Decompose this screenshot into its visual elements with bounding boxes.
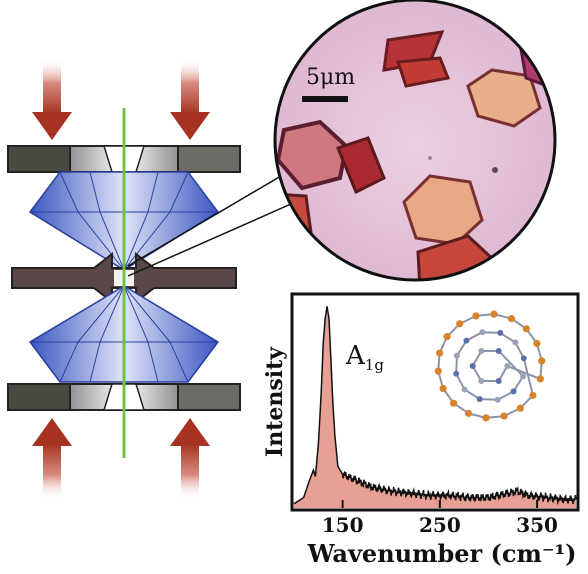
molecule-atom bbox=[538, 357, 546, 365]
y-axis-label: Intensity bbox=[262, 346, 288, 457]
molecule-bond bbox=[497, 350, 524, 377]
molecule-atom bbox=[478, 347, 485, 354]
x-axis-ticks: 150 250 350 bbox=[322, 500, 558, 537]
zoom-line-lower bbox=[127, 199, 301, 277]
molecule-atom bbox=[478, 378, 485, 385]
molecule-atom bbox=[500, 412, 508, 420]
molecule-bond bbox=[506, 365, 541, 380]
spectrum-line bbox=[293, 306, 577, 506]
molecule-atom bbox=[512, 339, 519, 346]
crystal bbox=[336, 136, 386, 195]
molecule-atom bbox=[439, 384, 447, 393]
molecule-atom bbox=[456, 320, 464, 328]
molecule-atom bbox=[533, 339, 541, 348]
molecule-atom bbox=[463, 337, 470, 344]
x-tick-label: 250 bbox=[419, 513, 461, 537]
molecule-atom bbox=[472, 312, 480, 320]
molecule-atom bbox=[490, 310, 498, 318]
force-arrow-top-right bbox=[170, 58, 210, 140]
sample-micrograph: 5μm bbox=[273, 0, 557, 282]
diamond-anvil-cell bbox=[7, 58, 241, 500]
molecule-atom bbox=[436, 349, 444, 357]
molecule-atom bbox=[482, 414, 490, 422]
molecule-atom bbox=[510, 388, 517, 395]
crystal bbox=[275, 192, 314, 252]
zoom-line-upper bbox=[127, 165, 299, 267]
crystal bbox=[395, 56, 451, 88]
molecule-atom bbox=[504, 363, 511, 369]
molecule-atom bbox=[536, 375, 544, 383]
crystal bbox=[275, 119, 349, 191]
peak-label-sub: 1g bbox=[365, 356, 385, 374]
force-arrow-bottom-right bbox=[170, 418, 210, 500]
molecule-atom bbox=[476, 396, 483, 403]
molecule-atom bbox=[443, 333, 451, 341]
molecule-atom bbox=[479, 329, 486, 336]
force-arrow-bottom-left bbox=[32, 418, 72, 500]
x-axis-label: Wavenumber (cm⁻¹) bbox=[307, 539, 577, 568]
force-arrow-top-left bbox=[32, 58, 72, 140]
molecule-atom bbox=[453, 370, 460, 377]
molecule-atom bbox=[495, 378, 502, 385]
x-tick-label: 350 bbox=[516, 513, 558, 537]
scale-bar bbox=[302, 96, 348, 102]
molecule-atom bbox=[469, 363, 476, 369]
peak-label: A1g bbox=[345, 341, 384, 374]
molecule-atom bbox=[434, 367, 442, 375]
molecule-atom bbox=[450, 399, 458, 407]
molecule-atom bbox=[507, 315, 516, 323]
scale-bar-label: 5μm bbox=[306, 65, 355, 90]
molecule-bond bbox=[522, 358, 534, 396]
molecule-atom bbox=[529, 391, 537, 399]
molecule-atom bbox=[520, 355, 527, 362]
molecular-structure-icon bbox=[434, 310, 546, 422]
raman-spectrum-panel: A1g Intensity 150 250 350 Wavenumber (cm⁻¹… bbox=[262, 292, 580, 568]
molecule-atom bbox=[516, 404, 524, 412]
molecule-atom bbox=[520, 373, 527, 380]
peak-label-main: A bbox=[345, 341, 366, 371]
molecule-atom bbox=[495, 347, 502, 354]
spectrum-area bbox=[294, 306, 576, 508]
spectrum-plot bbox=[293, 306, 577, 508]
molecule-atom bbox=[461, 386, 468, 393]
molecule-atom bbox=[453, 352, 460, 359]
molecule-atom bbox=[464, 409, 473, 417]
molecule-atom bbox=[522, 325, 530, 333]
molecule-atom bbox=[494, 396, 501, 403]
x-tick-label: 150 bbox=[322, 513, 364, 537]
molecule-atom bbox=[497, 329, 504, 336]
